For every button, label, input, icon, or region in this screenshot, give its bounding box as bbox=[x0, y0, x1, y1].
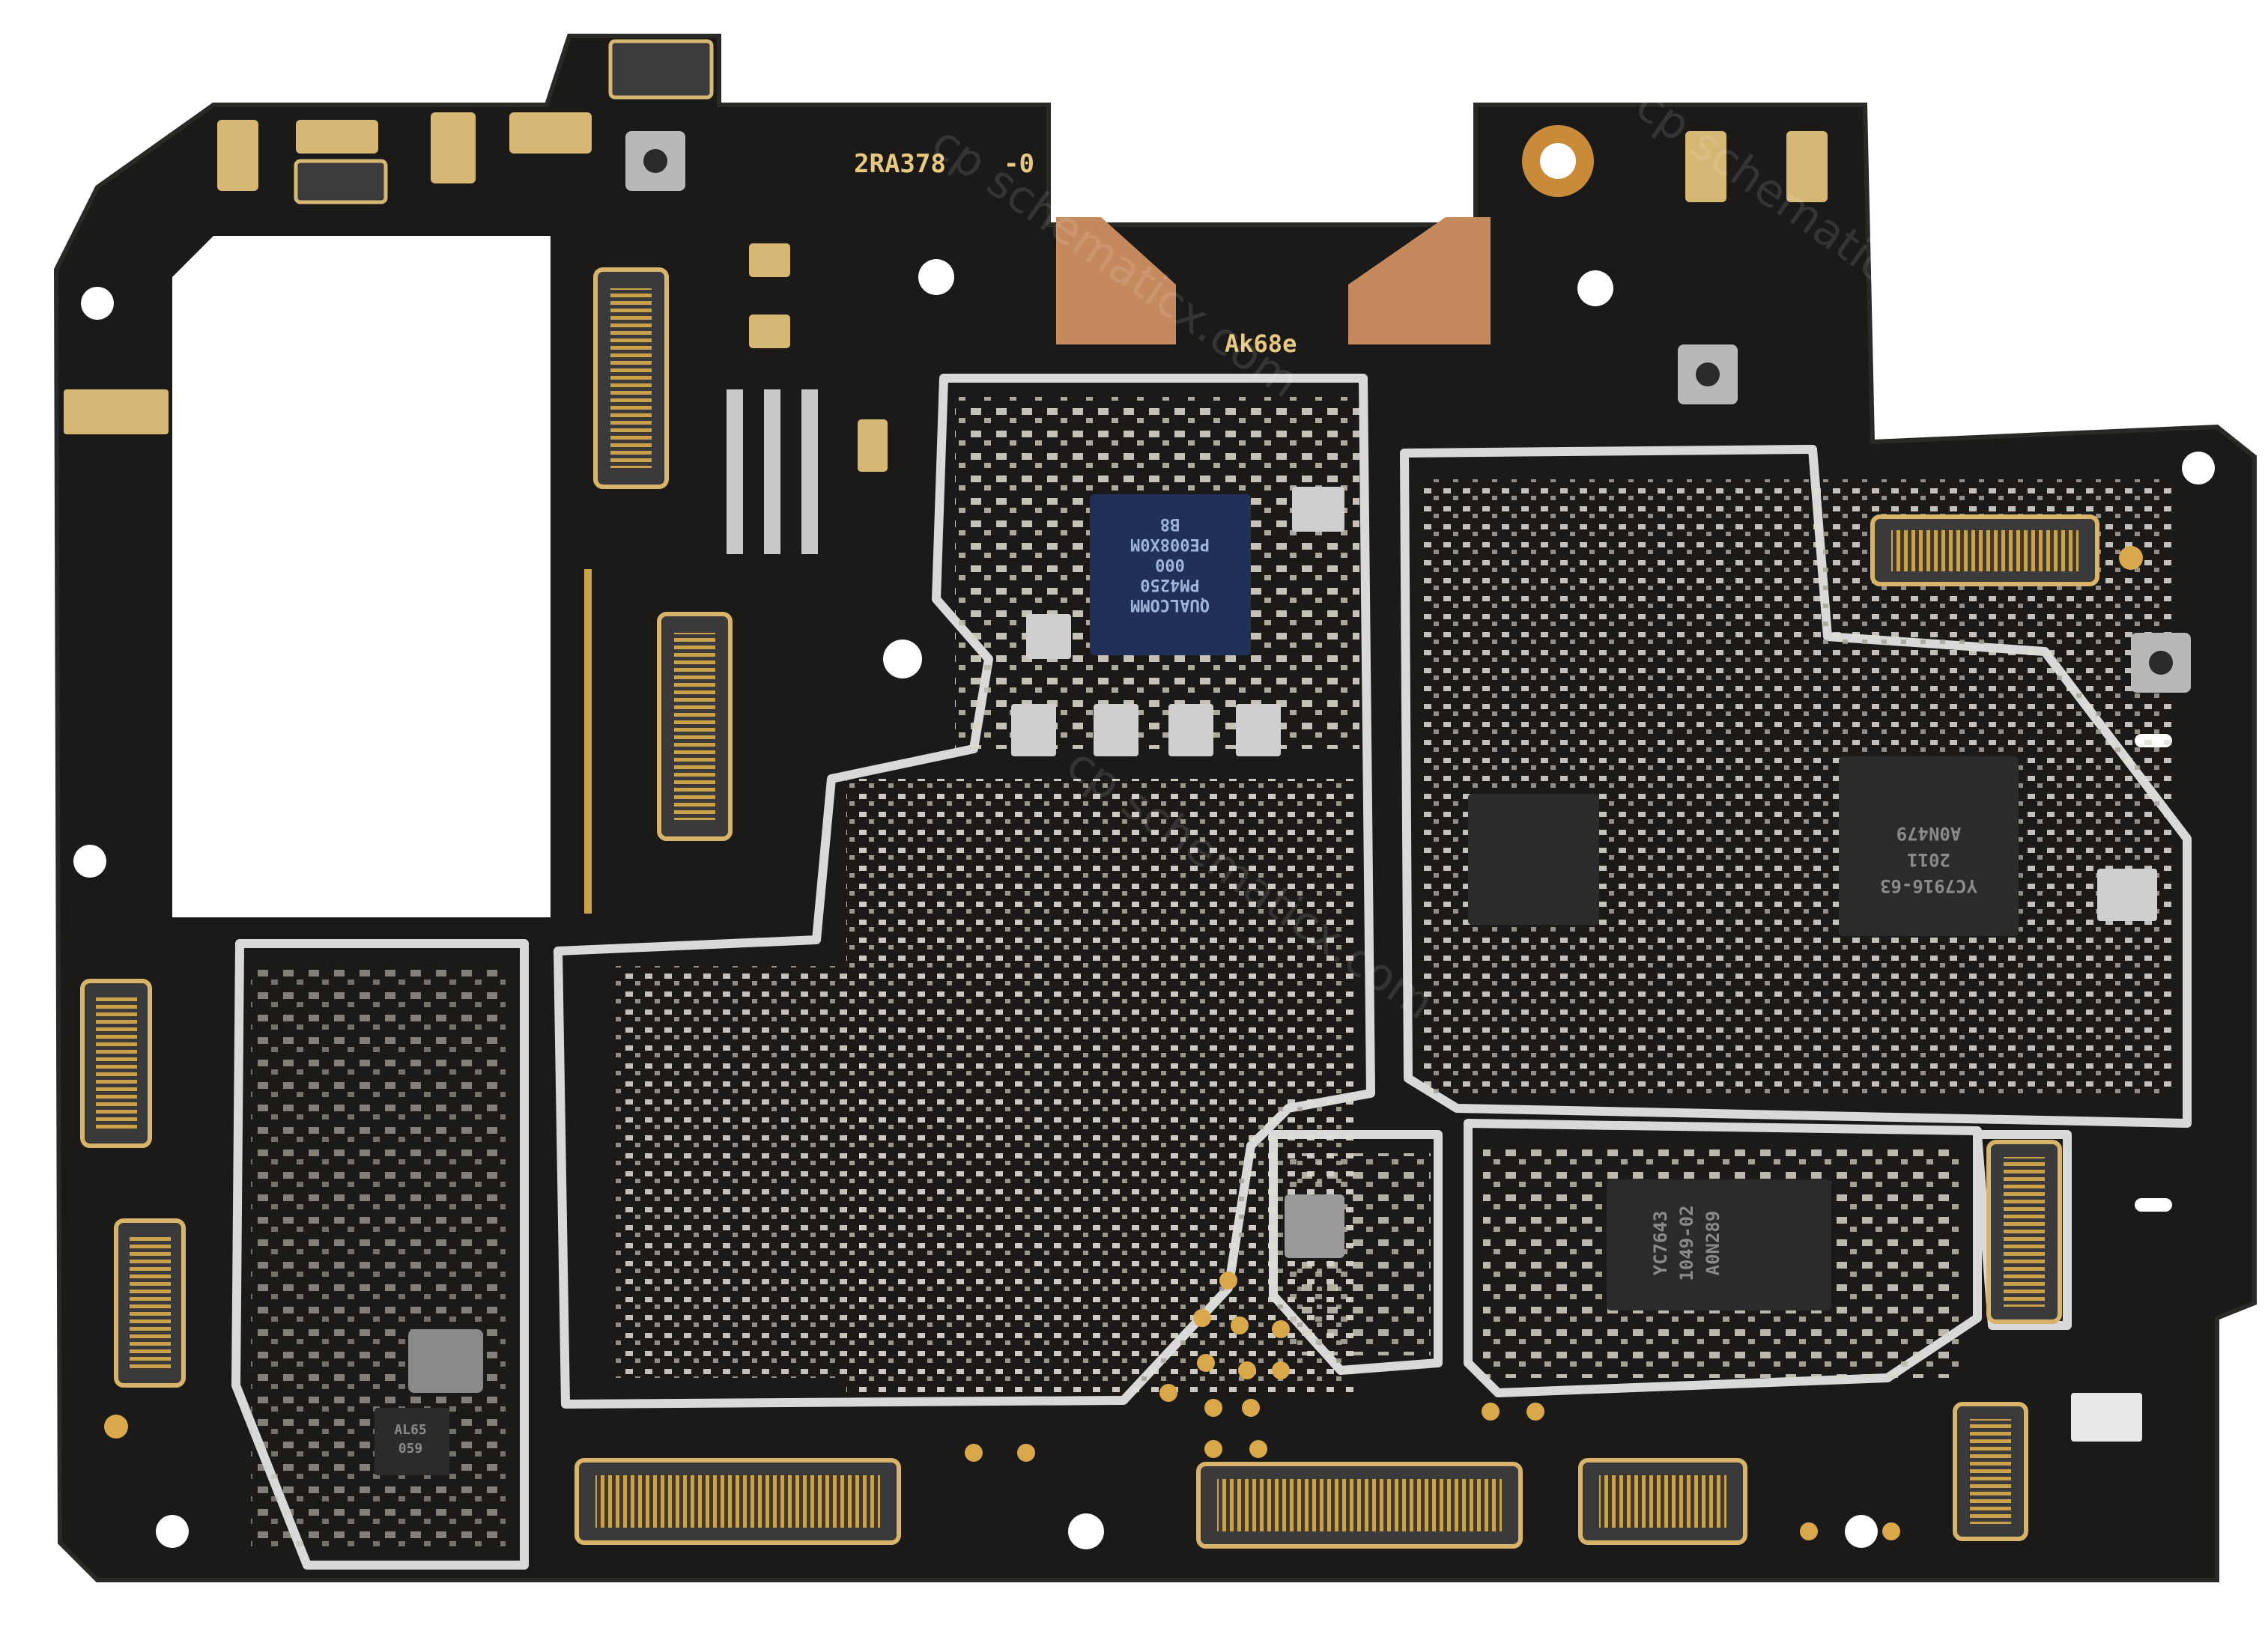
rf-right-line2: 2011 bbox=[1907, 849, 1950, 870]
board-code-label: 2RA378 bbox=[854, 149, 946, 179]
rf-bottom-line1: YC7643 bbox=[1650, 1211, 1671, 1276]
connector-left-edge-1 bbox=[80, 979, 152, 1148]
rf-bottom-line2: 1049-02 bbox=[1676, 1205, 1697, 1281]
connector-right-top bbox=[1870, 514, 2099, 586]
battery-connector bbox=[1578, 1458, 1747, 1545]
shield-clips bbox=[1056, 217, 1491, 344]
connector-bottom-right bbox=[1953, 1402, 2028, 1541]
connector-bottom-left bbox=[574, 1458, 901, 1545]
rf-right-line3: A0N479 bbox=[1896, 823, 1962, 844]
rf-right-line1: YC7916-63 bbox=[1880, 875, 1977, 896]
rf-chip-bottom: YC7643 1049-02 A0N289 bbox=[1607, 1179, 1831, 1310]
mounting-holes bbox=[73, 259, 2215, 1549]
test-pads bbox=[104, 546, 2143, 1540]
connector-right-mid bbox=[1986, 1140, 2062, 1324]
connector-bottom-center bbox=[1196, 1462, 1523, 1549]
antenna-ring bbox=[1522, 125, 1594, 197]
connector-left-edge-2 bbox=[114, 1218, 186, 1388]
small-chip-line1: AL65 bbox=[394, 1422, 426, 1438]
small-chip-bottom-left: AL65 059 bbox=[375, 1408, 449, 1475]
connector-top-left bbox=[593, 267, 669, 489]
rf-chip-right: YC7916-63 2011 A0N479 bbox=[1839, 756, 2019, 936]
solder-strips bbox=[584, 389, 818, 914]
pmic-line3: 000 bbox=[1155, 555, 1185, 574]
small-chip-line2: 059 bbox=[398, 1441, 423, 1457]
connector-mid-left bbox=[657, 612, 733, 841]
board-cutout bbox=[172, 236, 551, 917]
rf-coax-ports bbox=[625, 131, 2191, 693]
pmic-chip: QUALCOMM PM4250 000 PE008X0M B8 bbox=[1090, 494, 1251, 655]
top-spring-contacts bbox=[64, 39, 2142, 1442]
rf-chip-left bbox=[1468, 794, 1599, 925]
pmic-line2: PM4250 bbox=[1140, 575, 1199, 594]
connectors bbox=[80, 267, 2099, 1549]
rf-bottom-line3: A0N289 bbox=[1702, 1211, 1723, 1276]
power-inductors bbox=[408, 487, 2157, 1393]
board-center-code: Ak68e bbox=[1225, 329, 1297, 358]
pmic-line5: B8 bbox=[1160, 514, 1180, 533]
board-code-suffix: -0 bbox=[1004, 149, 1034, 179]
pmic-line4: PE008X0M bbox=[1130, 535, 1210, 553]
pmic-line1: QUALCOMM bbox=[1130, 595, 1210, 614]
